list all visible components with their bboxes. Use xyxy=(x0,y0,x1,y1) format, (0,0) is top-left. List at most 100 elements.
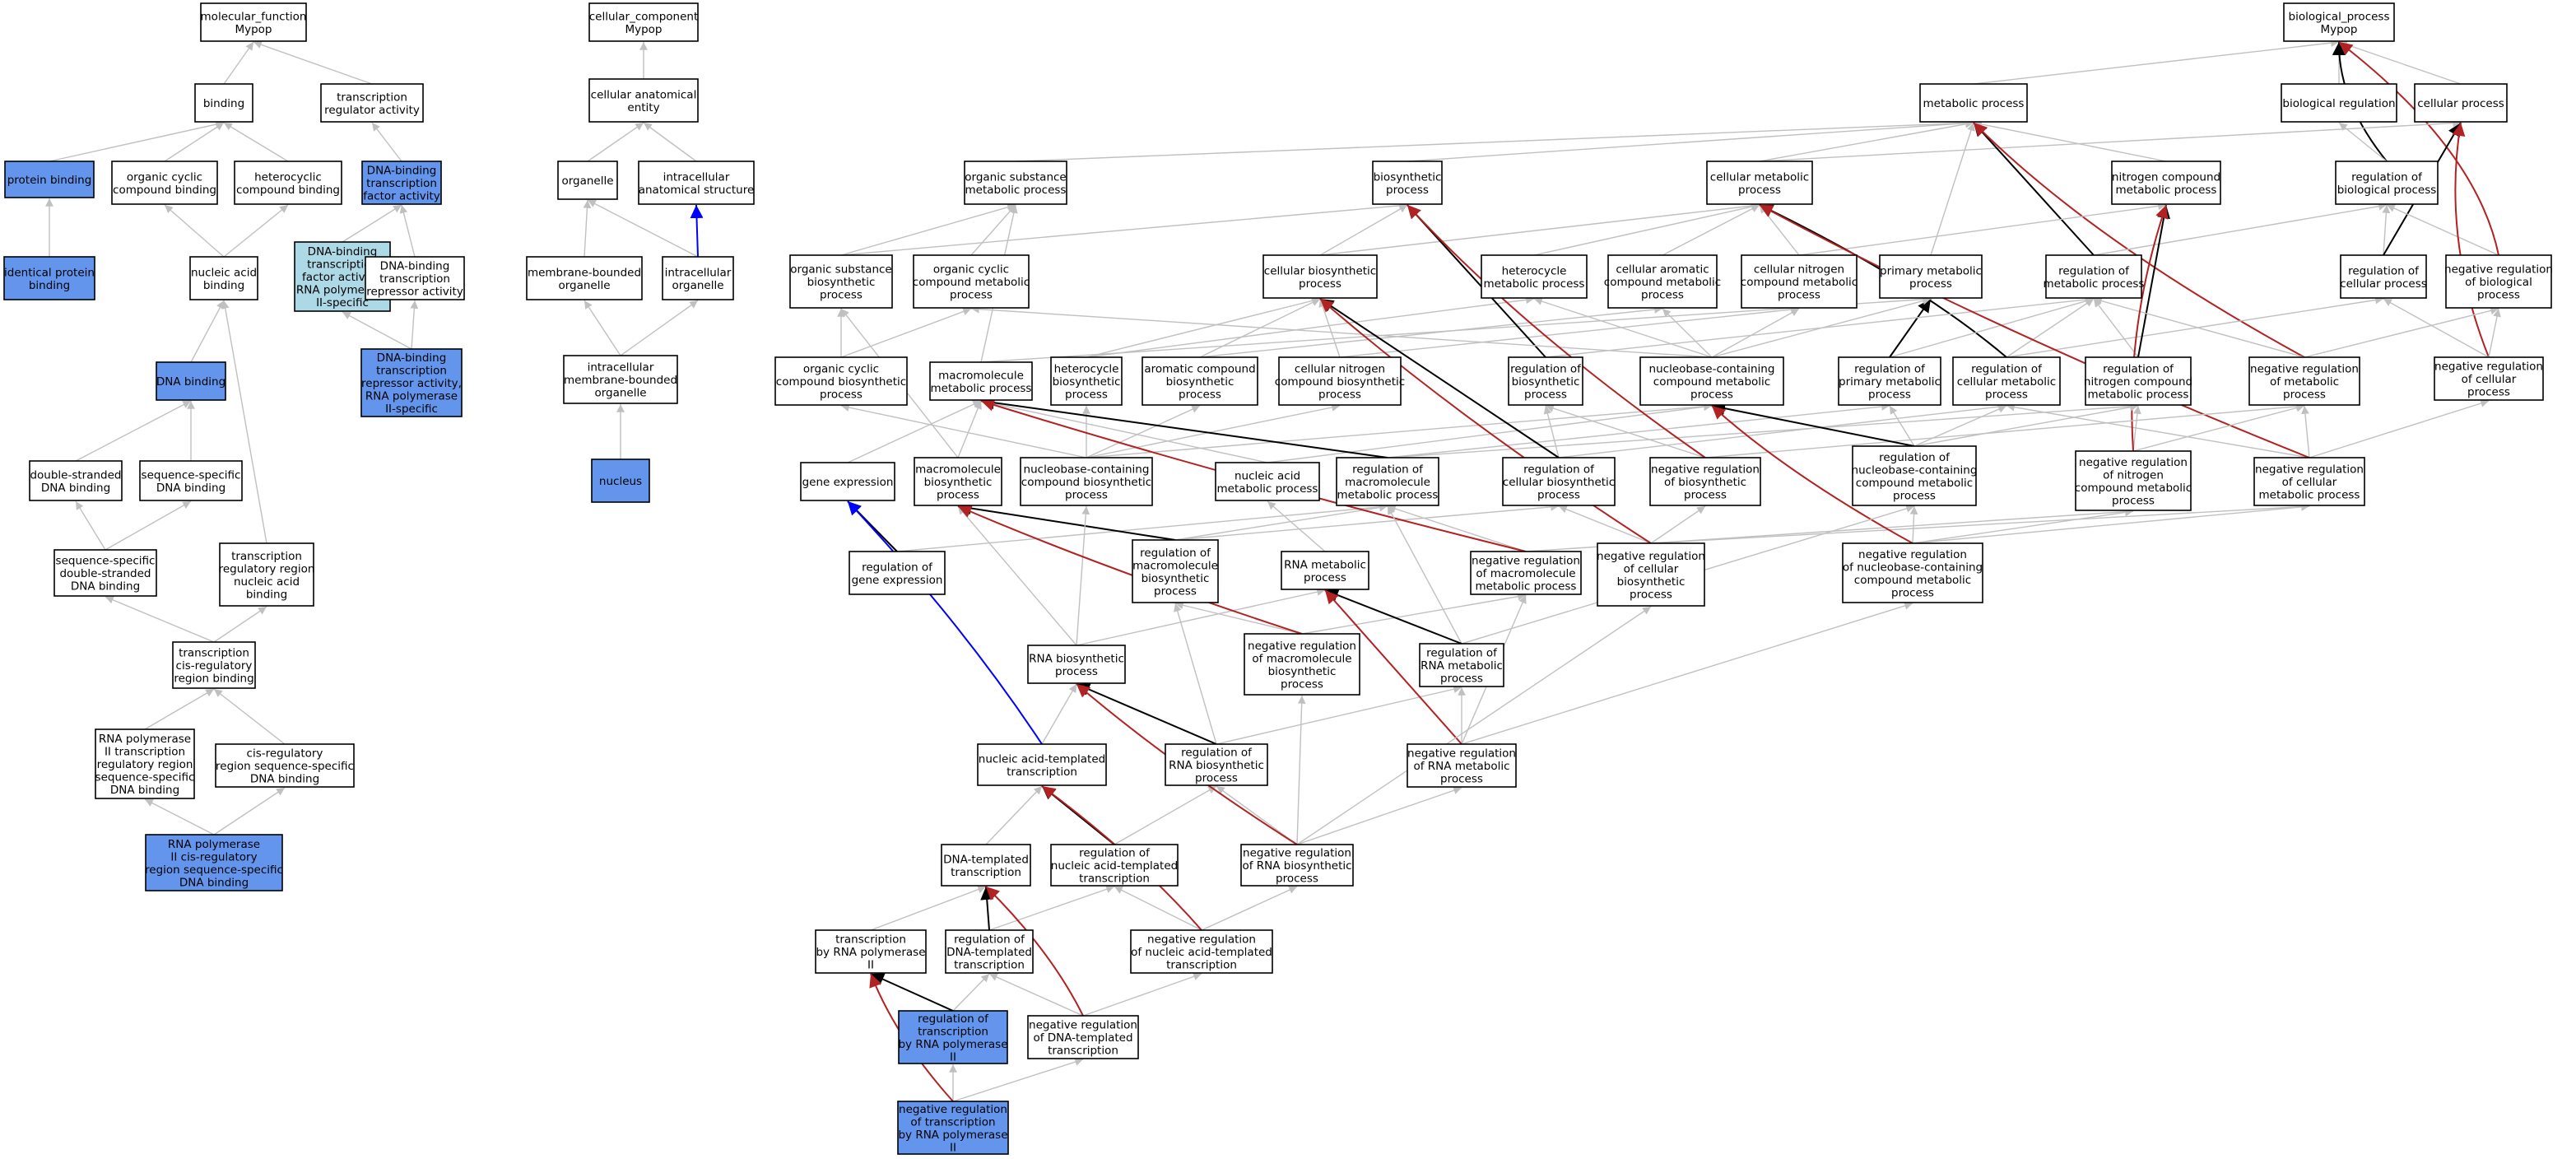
node-label-line: organic substance xyxy=(965,170,1066,184)
go-term-node-metab[interactable]: metabolic process xyxy=(1919,83,2028,123)
go-term-node-bioreg[interactable]: biological regulation xyxy=(2281,83,2397,123)
node-box xyxy=(2253,457,2365,506)
node-label-line: process xyxy=(1065,389,1108,402)
edge-part-of xyxy=(847,500,1043,745)
go-term-node-geneexp[interactable]: gene expression xyxy=(800,462,895,501)
node-box xyxy=(1027,1015,1139,1059)
go-term-node-cellproc[interactable]: cellular process xyxy=(2414,83,2508,123)
node-box xyxy=(1372,161,1443,205)
go-term-node-nucleus[interactable]: nucleus xyxy=(591,458,650,503)
edge-is-a xyxy=(1174,603,1217,745)
node-label-line: process xyxy=(937,489,979,502)
go-term-node-protbind[interactable]: protein binding xyxy=(4,161,95,198)
go-term-node-regnccmp[interactable]: regulation ofnucleobase-containingcompou… xyxy=(1852,445,1978,506)
go-term-node-binding[interactable]: binding xyxy=(194,83,253,123)
node-box xyxy=(3,256,95,300)
go-term-node-regmbp[interactable]: regulation ofmacromoleculebiosyntheticpr… xyxy=(1132,539,1219,603)
go-term-node-organelle[interactable]: organelle xyxy=(557,161,618,200)
go-term-node-dnabind[interactable]: DNA binding xyxy=(156,361,226,401)
